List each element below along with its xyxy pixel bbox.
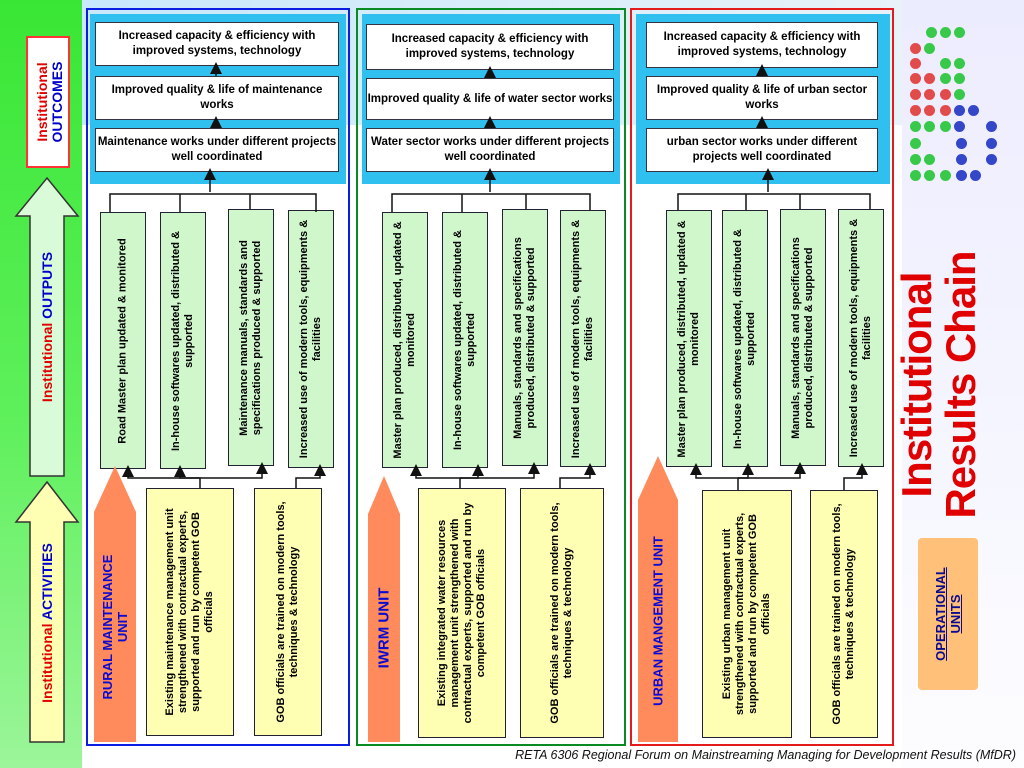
- activities-label: Institutional ACTIVITIES: [39, 543, 55, 703]
- rural-activity-2: GOB officials are trained on modern tool…: [254, 488, 322, 736]
- iwrm-output-2: In-house softwares updated, distributed …: [442, 212, 488, 468]
- outcomes-label: Institutional OUTCOMES: [28, 36, 72, 168]
- urban-unit-tag: URBAN MANGEMENT UNIT: [650, 536, 666, 706]
- urban-output-1: Master plan produced, distributed, updat…: [666, 210, 712, 467]
- operational-units-label: OPERATIONAL UNITS: [933, 567, 963, 661]
- footer-caption: RETA 6306 Regional Forum on Mainstreamin…: [515, 748, 1016, 762]
- title-wrap: Institutional Results Chain: [893, 240, 1015, 530]
- iwrm-outcome-1: Increased capacity & efficiency with imp…: [366, 24, 614, 70]
- rural-activity-1: Existing maintenance management unit str…: [146, 488, 234, 736]
- rural-unit-frame: [86, 8, 350, 746]
- iwrm-unit-tag-shape: [368, 476, 400, 742]
- urban-unit-tag-shape: [638, 456, 678, 742]
- activities-arrow: [14, 480, 80, 743]
- iwrm-unit-frame: [356, 8, 626, 746]
- urban-outcome-1: Increased capacity & efficiency with imp…: [646, 22, 878, 68]
- urban-output-3: Manuals, standards and specifications pr…: [780, 209, 826, 466]
- urban-activity-1: Existing urban management unit strengthe…: [702, 490, 792, 738]
- rural-output-1: Road Master plan updated & monitored: [100, 212, 146, 469]
- iwrm-outcome-2: Improved quality & life of water sector …: [366, 78, 614, 120]
- iwrm-activity-1: Existing integrated water resources mana…: [418, 488, 506, 738]
- iwrm-outcome-3: Water sector works under different proje…: [366, 128, 614, 172]
- urban-outcome-2: Improved quality & life of urban sector …: [646, 76, 878, 120]
- urban-outcome-3: urban sector works under different proje…: [646, 128, 878, 172]
- urban-output-4: Increased use of modern tools, equipment…: [838, 209, 884, 467]
- outcomes-label-line2: OUTCOMES: [49, 61, 65, 143]
- urban-unit-frame: [630, 8, 894, 746]
- iwrm-output-3: Manuals, standards and specifications pr…: [502, 209, 548, 466]
- outputs-arrow: [14, 176, 80, 477]
- rural-output-2: In-house softwares updated, distributed …: [160, 212, 206, 469]
- iwrm-output-1: Master plan produced, distributed, updat…: [382, 212, 428, 468]
- rural-output-4: Increased use of modern tools, equipment…: [288, 210, 334, 468]
- outcomes-label-line1: Institutional: [34, 62, 50, 142]
- iwrm-activity-2: GOB officials are trained on modern tool…: [520, 488, 604, 738]
- iwrm-unit-tag: IWRM UNIT: [375, 587, 393, 669]
- outcomes-label-box: Institutional OUTCOMES: [26, 36, 70, 168]
- operational-units-box: OPERATIONAL UNITS: [918, 538, 978, 690]
- rural-outcome-3: Maintenance works under different projec…: [95, 128, 339, 172]
- rural-outcome-2: Improved quality & life of maintenance w…: [95, 76, 339, 120]
- outputs-label: Institutional OUTPUTS: [39, 251, 55, 403]
- rural-unit-tag: RURAL MAINTENANCE UNIT: [100, 554, 130, 700]
- rural-outcome-1: Increased capacity & efficiency with imp…: [95, 22, 339, 66]
- urban-activity-2: GOB officials are trained on modern tool…: [810, 490, 878, 738]
- rural-unit-tag-shape: [94, 466, 136, 742]
- page-title: Institutional Results Chain: [893, 251, 984, 519]
- urban-output-2: In-house softwares updated, distributed …: [722, 210, 768, 467]
- iwrm-output-4: Increased use of modern tools, equipment…: [560, 210, 606, 467]
- rural-output-3: Maintenance manuals, standards and speci…: [228, 209, 274, 466]
